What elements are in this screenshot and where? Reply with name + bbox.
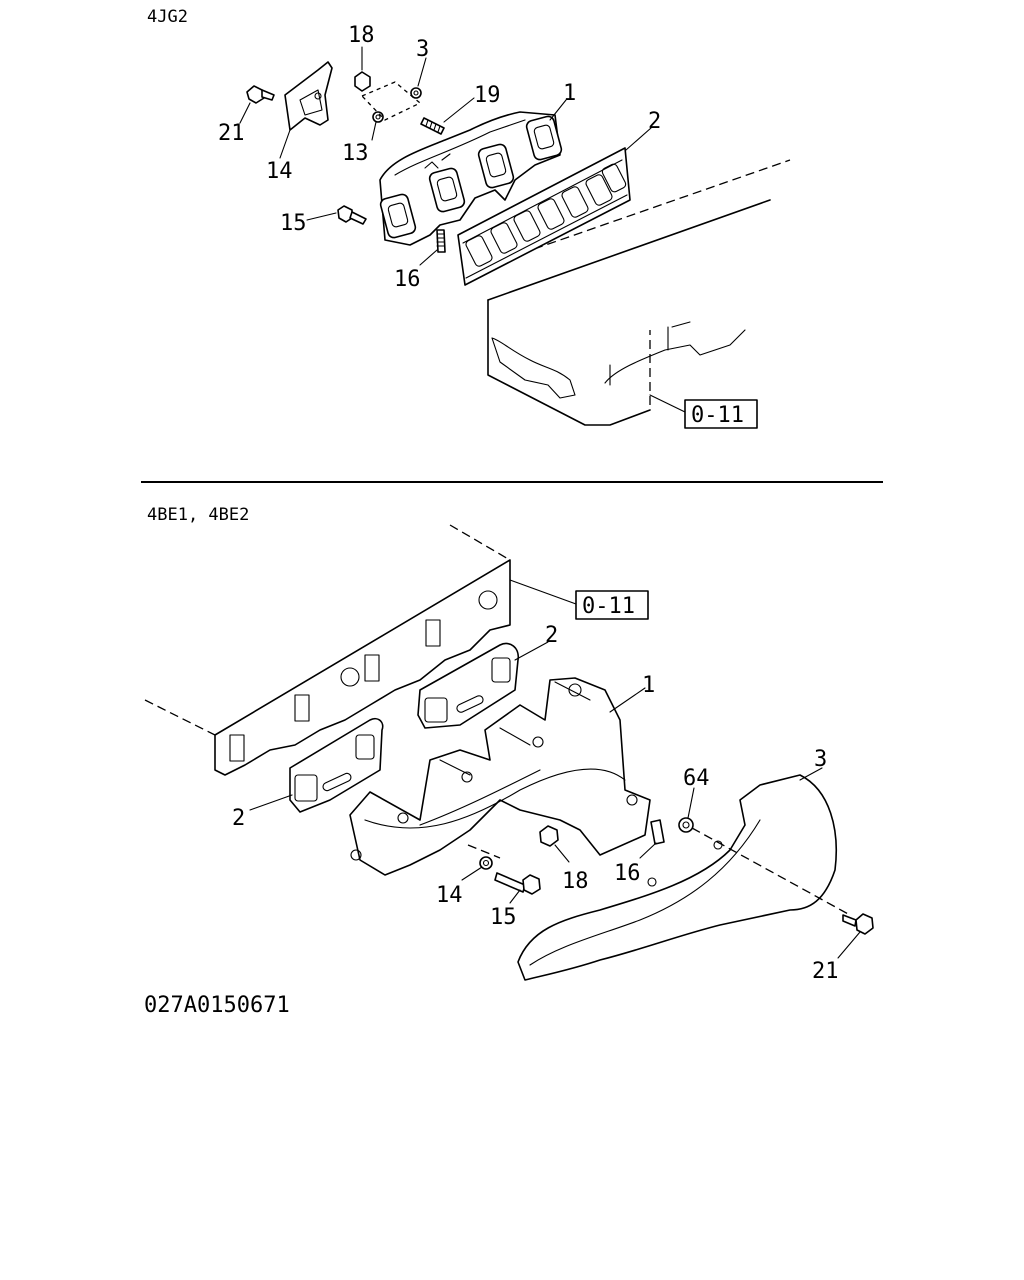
bottom-callout-18: 18 bbox=[562, 869, 589, 894]
bottom-callout-2-left: 2 bbox=[232, 806, 245, 831]
bottom-section: 4BE1, 4BE2 0-11 bbox=[144, 505, 874, 984]
bottom-callout-16: 16 bbox=[614, 861, 641, 886]
top-heat-shield bbox=[284, 61, 333, 131]
bottom-callout-64: 64 bbox=[683, 766, 710, 791]
top-leader-lines bbox=[239, 46, 652, 266]
bottom-leader-lines bbox=[249, 641, 861, 959]
bottom-callout-15: 15 bbox=[490, 905, 517, 930]
bottom-callout-2-right: 2 bbox=[545, 623, 558, 648]
top-fasteners bbox=[246, 71, 446, 253]
bottom-heat-shield bbox=[517, 774, 838, 981]
top-ref-box bbox=[684, 399, 758, 429]
bottom-section-title: 4BE1, 4BE2 bbox=[147, 505, 249, 525]
top-callout-15: 15 bbox=[280, 211, 307, 236]
bottom-exhaust-manifold bbox=[349, 677, 651, 876]
top-callout-3: 14 bbox=[266, 159, 293, 184]
top-callout-13: 13 bbox=[342, 141, 369, 166]
top-section: 4JG2 0-11 bbox=[147, 7, 791, 429]
bottom-ref-box-label: 0-11 bbox=[582, 594, 635, 619]
bottom-fasteners bbox=[467, 817, 874, 935]
bottom-ref-box bbox=[575, 590, 649, 620]
top-callout-18: 18 bbox=[348, 23, 375, 48]
top-gasket bbox=[457, 147, 631, 286]
top-cylinder-head: 0-11 bbox=[467, 159, 791, 429]
top-ref-box-label: 0-11 bbox=[691, 403, 744, 428]
top-callout-2: 2 bbox=[648, 109, 661, 134]
top-section-title: 4JG2 bbox=[147, 7, 188, 27]
bottom-callout-1: 1 bbox=[642, 673, 655, 698]
bottom-gasket-left bbox=[289, 717, 384, 813]
top-callout-16: 16 bbox=[394, 267, 421, 292]
bottom-callout-14: 14 bbox=[436, 883, 463, 908]
top-exhaust-manifold bbox=[379, 111, 563, 246]
top-callout-14: 3 bbox=[416, 37, 429, 62]
bottom-callout-21: 21 bbox=[812, 959, 839, 984]
bottom-callout-3: 3 bbox=[814, 747, 827, 772]
top-callout-1: 1 bbox=[563, 81, 576, 106]
bottom-cylinder-head: 0-11 bbox=[144, 524, 649, 776]
top-callout-21: 21 bbox=[218, 121, 245, 146]
drawing-number: 027A0150671 bbox=[144, 993, 290, 1018]
top-callout-19: 19 bbox=[474, 83, 501, 108]
bottom-gasket-right bbox=[417, 642, 520, 729]
